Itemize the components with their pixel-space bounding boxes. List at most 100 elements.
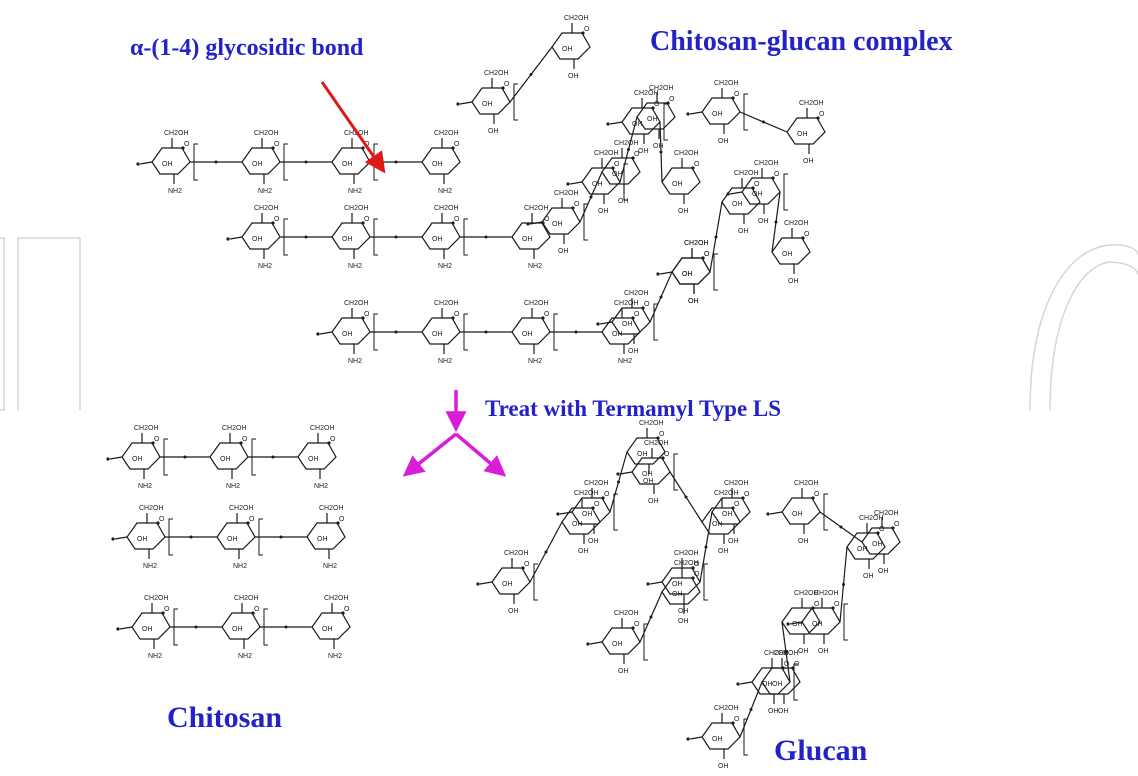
atom-label: CH2OH — [504, 550, 529, 557]
atom-label: OH — [227, 536, 238, 543]
atom-label: CH2OH — [714, 490, 739, 497]
atom-label: OH — [792, 621, 803, 628]
treatment-split-arrow — [402, 390, 507, 477]
atom-label: OH — [508, 608, 519, 615]
atom-label: OH — [317, 536, 328, 543]
atom-label: O — [594, 501, 600, 508]
atom-label: OH — [568, 73, 579, 80]
atom-label: O — [159, 516, 165, 523]
atom-label: CH2OH — [574, 490, 599, 497]
atom-label: O — [544, 216, 550, 223]
atom-label: OH — [562, 46, 573, 53]
atom-label: O — [634, 151, 640, 158]
atom-label: CH2OH — [344, 300, 369, 307]
atom-label: CH2OH — [674, 150, 699, 157]
atom-label: O — [774, 171, 780, 178]
atom-label: OH — [712, 111, 723, 118]
atom-label: OH — [142, 626, 153, 633]
atom-label: O — [814, 601, 820, 608]
atom-label: O — [694, 571, 700, 578]
atom-label: O — [614, 161, 620, 168]
atom-label: NH2 — [528, 358, 542, 365]
atom-label: OH — [712, 521, 723, 528]
atom-label: OH — [778, 708, 789, 715]
atom-label: O — [154, 436, 160, 443]
atom-label: OH — [632, 121, 643, 128]
atom-label: O — [694, 561, 700, 568]
atom-label: OH — [618, 198, 629, 205]
atom-label: OH — [622, 321, 633, 328]
atom-label: OH — [232, 626, 243, 633]
atom-label: OH — [803, 158, 814, 165]
atom-label: CH2OH — [324, 595, 349, 602]
atom-label: OH — [588, 538, 599, 545]
atom-label: CH2OH — [614, 610, 639, 617]
atom-label: CH2OH — [634, 90, 659, 97]
atom-label: OH — [768, 708, 779, 715]
atom-label: OH — [718, 763, 729, 770]
atom-label: CH2OH — [724, 480, 749, 487]
atom-label: O — [784, 661, 790, 668]
bond-pointer-arrow — [320, 81, 386, 174]
atom-label: OH — [678, 608, 689, 615]
atom-label: CH2OH — [684, 240, 709, 247]
atom-label: OH — [638, 148, 649, 155]
atom-label: NH2 — [233, 563, 247, 570]
atom-label: NH2 — [143, 563, 157, 570]
atom-label: O — [242, 436, 248, 443]
atom-label: OH — [688, 298, 699, 305]
atom-label: OH — [712, 736, 723, 743]
atom-label: O — [804, 231, 810, 238]
atom-label: O — [894, 521, 900, 528]
atom-label: O — [339, 516, 345, 523]
atom-label: OH — [522, 236, 533, 243]
atom-label: OH — [308, 456, 319, 463]
atom-label: OH — [578, 548, 589, 555]
atom-label: CH2OH — [484, 70, 509, 77]
atom-label: OH — [648, 498, 659, 505]
atom-label: OH — [738, 228, 749, 235]
atom-label: CH2OH — [434, 130, 459, 137]
atom-label: OH — [863, 573, 874, 580]
atom-label: CH2OH — [524, 300, 549, 307]
atom-label: OH — [797, 131, 808, 138]
atom-label: O — [734, 91, 740, 98]
atom-label: OH — [482, 101, 493, 108]
atom-label: OH — [678, 618, 689, 625]
atom-label: NH2 — [168, 188, 182, 195]
atom-label: OH — [682, 271, 693, 278]
atom-label: NH2 — [138, 483, 152, 490]
atom-label: CH2OH — [674, 560, 699, 567]
atom-label: OH — [722, 511, 733, 518]
atom-label: O — [524, 561, 530, 568]
atom-label: OH — [798, 648, 809, 655]
atom-label: OH — [688, 298, 699, 305]
atom-label: O — [834, 601, 840, 608]
atom-label: OH — [252, 236, 263, 243]
atom-label: CH2OH — [614, 140, 639, 147]
atom-label: CH2OH — [674, 550, 699, 557]
atom-label: CH2OH — [799, 100, 824, 107]
atom-label: OH — [772, 681, 783, 688]
atom-label: O — [454, 216, 460, 223]
